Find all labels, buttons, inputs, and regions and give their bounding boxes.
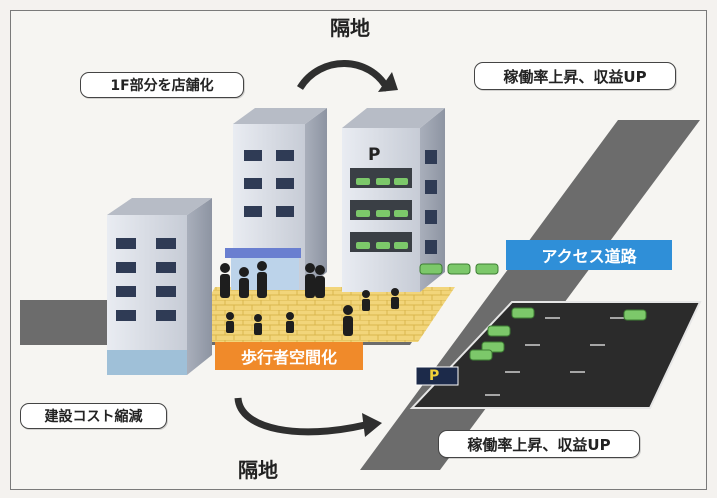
callout-revenue-bottom: 稼働率上昇、収益UP	[438, 430, 640, 458]
pedestrian-space-tag: 歩行者空間化	[215, 342, 363, 370]
callout-first-floor-shops: 1F部分を店舗化	[80, 72, 244, 98]
callout-revenue-top: 稼働率上昇、収益UP	[474, 62, 676, 90]
building-left	[107, 198, 212, 375]
lot-sign-frame	[415, 366, 459, 386]
building-middle	[225, 108, 327, 290]
callout-construction-cost: 建設コスト縮減	[20, 403, 167, 429]
lot-p-sign: P	[429, 368, 440, 384]
top-label: 隔地	[330, 16, 370, 40]
parking-garage	[342, 108, 445, 292]
bottom-label: 隔地	[238, 458, 278, 482]
road-cars	[419, 263, 647, 361]
access-road-tag: アクセス道路	[506, 240, 672, 270]
lot-lines	[485, 317, 625, 396]
move-arrow-top	[297, 60, 392, 92]
pedestrians	[220, 261, 399, 336]
move-arrow-bottom	[234, 397, 366, 436]
pedestrian-plaza	[185, 287, 455, 342]
garage-p-sign: P	[368, 145, 381, 165]
